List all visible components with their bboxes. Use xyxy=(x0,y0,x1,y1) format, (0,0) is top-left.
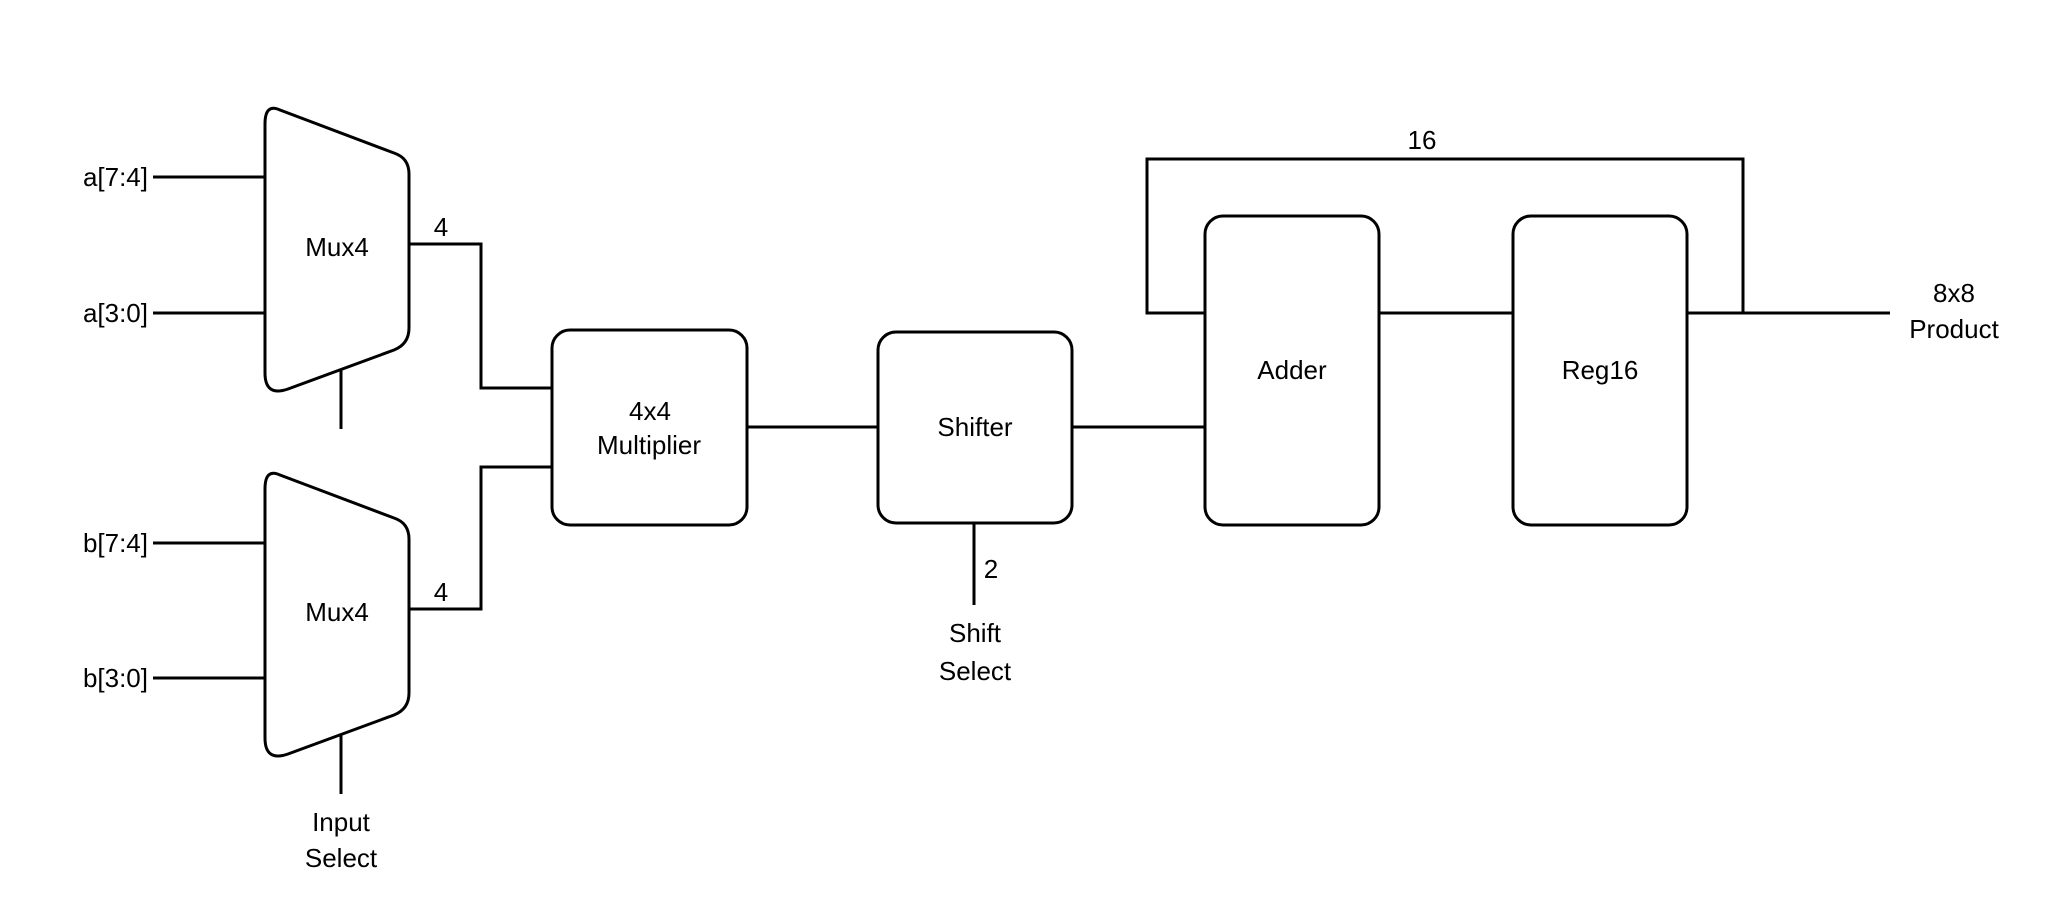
mux-a-label: Mux4 xyxy=(305,232,369,262)
mux-b-label: Mux4 xyxy=(305,597,369,627)
reg16-block xyxy=(1511,214,1689,527)
shift-select-label-line1: Shift xyxy=(949,618,1002,648)
wire-mux-b-to-multiplier xyxy=(409,465,552,611)
bus-width-feedback: 16 xyxy=(1408,125,1437,155)
input-label-b-low: b[3:0] xyxy=(83,663,148,693)
input-select-label-line1: Input xyxy=(312,807,371,837)
wires xyxy=(153,157,1890,794)
reg16-label: Reg16 xyxy=(1562,355,1639,385)
input-label-a-low: a[3:0] xyxy=(83,298,148,328)
shapes xyxy=(263,106,1689,758)
multiplier-label-line1: 4x4 xyxy=(629,396,671,426)
bus-width-shift-select: 2 xyxy=(984,554,998,584)
labels: a[7:4] a[3:0] b[7:4] b[3:0] Mux4 Mux4 4x… xyxy=(83,125,2000,873)
output-label-line2: Product xyxy=(1909,314,1999,344)
input-select-label-line2: Select xyxy=(305,843,378,873)
shift-select-label-line2: Select xyxy=(939,656,1012,686)
multiplier-label-line2: Multiplier xyxy=(597,430,701,460)
input-label-b-high: b[7:4] xyxy=(83,528,148,558)
shifter-block xyxy=(876,330,1074,525)
multiplier-block xyxy=(550,328,749,527)
bus-width-mux-b-out: 4 xyxy=(434,577,448,607)
output-label-line1: 8x8 xyxy=(1933,278,1975,308)
bus-width-mux-a-out: 4 xyxy=(434,212,448,242)
adder-label: Adder xyxy=(1257,355,1327,385)
input-label-a-high: a[7:4] xyxy=(83,162,148,192)
wire-mux-a-to-multiplier xyxy=(409,242,552,390)
adder-block xyxy=(1203,214,1381,527)
shifter-label: Shifter xyxy=(937,412,1012,442)
wire-feedback-16bit xyxy=(1145,157,1745,315)
